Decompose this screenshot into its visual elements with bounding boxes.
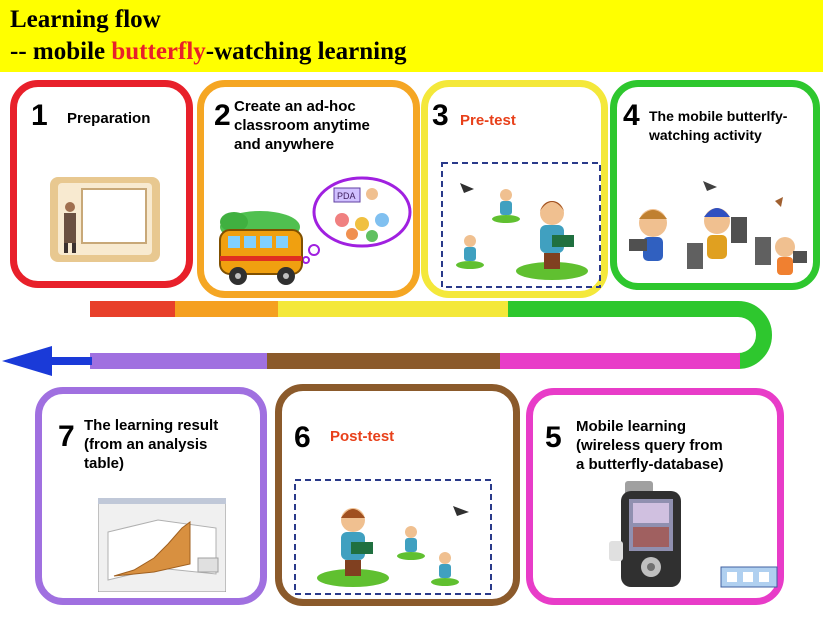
track-turn bbox=[737, 301, 772, 369]
step-5-label-line-3: a butterfly-database) bbox=[576, 456, 724, 473]
step-6-box: 6 Post-test bbox=[275, 384, 520, 606]
track-segment-3 bbox=[278, 301, 508, 317]
step-1-box: 1 Preparation bbox=[10, 80, 193, 288]
step-2-label-line-3: and anywhere bbox=[234, 136, 335, 153]
step-5-label-line-2: (wireless query from bbox=[576, 437, 723, 454]
step-1-number: 1 bbox=[31, 99, 48, 132]
pda-sign bbox=[333, 187, 361, 203]
step-4-label-line-2: watching activity bbox=[649, 127, 762, 143]
arrow-head bbox=[2, 346, 52, 376]
school-bus-icon: PDA bbox=[219, 176, 412, 285]
title-line-2-prefix: -- mobile bbox=[10, 38, 112, 65]
step-7-label-line-2: (from an analysis bbox=[84, 436, 208, 453]
post-test-students-icon bbox=[294, 479, 492, 595]
title-line-1: Learning flow bbox=[10, 6, 161, 33]
flow-track bbox=[2, 301, 772, 376]
analysis-table-icon bbox=[98, 498, 226, 592]
step-2-label-line-2: classroom anytime bbox=[234, 117, 370, 134]
track-segment-5 bbox=[500, 353, 740, 369]
title-line-2: -- mobile butterfly-watching learning bbox=[10, 38, 407, 66]
step-5-box: 5 Mobile learning (wireless query from a… bbox=[526, 388, 784, 605]
step-2-number: 2 bbox=[214, 99, 231, 132]
step-6-number: 6 bbox=[294, 421, 311, 454]
track-segment-4 bbox=[508, 301, 738, 317]
pda-device-icon bbox=[609, 481, 778, 588]
step-7-box: 7 The learning result (from an analysis … bbox=[35, 387, 267, 605]
step-7-label-line-3: table) bbox=[84, 455, 125, 472]
arrow-shaft bbox=[40, 357, 92, 365]
step-5-number: 5 bbox=[545, 421, 562, 454]
step-3-label: Pre-test bbox=[460, 112, 516, 129]
classroom-teacher-icon bbox=[50, 177, 160, 262]
step-3-box: 3 Pre-test bbox=[421, 80, 608, 298]
pre-test-students-icon bbox=[441, 162, 601, 288]
step-1-label: Preparation bbox=[67, 110, 151, 127]
step-6-label: Post-test bbox=[330, 428, 395, 445]
title-line-2-suffix: -watching learning bbox=[205, 38, 407, 65]
step-3-number: 3 bbox=[432, 99, 449, 132]
step-4-box: 4 The mobile butterlfy- watching activit… bbox=[610, 80, 820, 290]
track-segment-1 bbox=[90, 301, 175, 317]
title-banner: Learning flow -- mobile butterfly-watchi… bbox=[0, 0, 823, 72]
step-2-label-line-1: Create an ad-hoc bbox=[234, 98, 356, 115]
title-line-2-highlight: butterfly bbox=[111, 38, 206, 65]
track-segment-2 bbox=[175, 301, 278, 317]
step-5-label-line-1: Mobile learning bbox=[576, 418, 687, 435]
step-2-box: 2 Create an ad-hoc classroom anytime and… bbox=[197, 80, 420, 298]
track-segment-7 bbox=[90, 353, 267, 369]
pda-sign-label: PDA bbox=[337, 191, 356, 201]
butterfly-watching-icon bbox=[629, 181, 807, 275]
step-4-label-line-1: The mobile butterlfy- bbox=[649, 108, 788, 124]
step-7-number: 7 bbox=[58, 420, 75, 453]
step-7-label-line-1: The learning result bbox=[84, 417, 219, 434]
track-segment-6 bbox=[267, 353, 500, 369]
step-4-number: 4 bbox=[623, 99, 640, 132]
